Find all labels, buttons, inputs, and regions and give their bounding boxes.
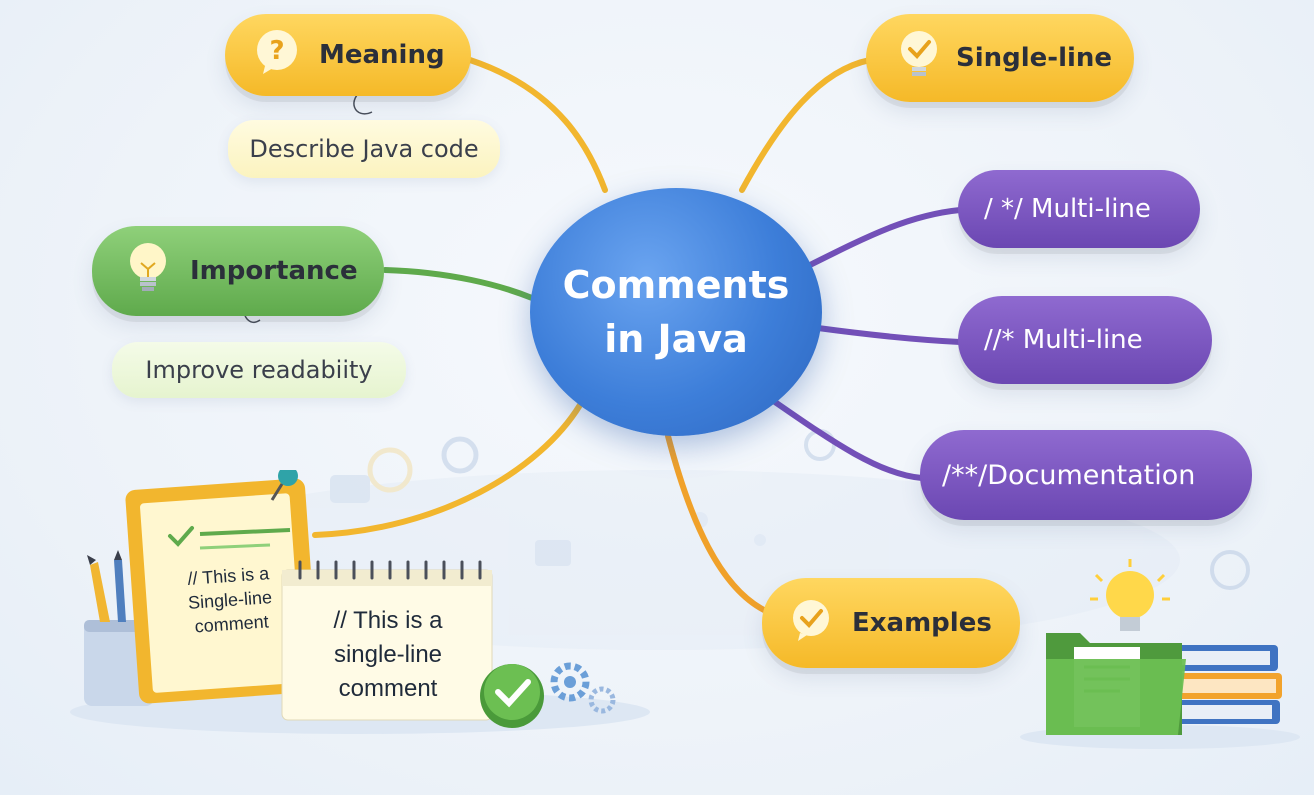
notepad-note-text: // This is a single-line comment: [298, 604, 478, 706]
multi-line-node-1[interactable]: / */ Multi-line: [958, 170, 1200, 248]
books-icon: [1160, 645, 1282, 724]
notepad-note-line2: single-line: [333, 641, 443, 668]
importance-detail-text: Improve readabiity: [145, 356, 373, 384]
folder-icon: [1046, 633, 1186, 735]
central-topic[interactable]: Comments in Java: [530, 188, 822, 436]
check-bubble-icon: [896, 27, 942, 90]
single-line-node[interactable]: Single-line: [866, 14, 1134, 102]
docs-illustration: [1020, 559, 1300, 749]
importance-detail: Improve readabiity: [112, 342, 406, 398]
multi-line-label-1: / */ Multi-line: [984, 194, 1151, 224]
notepad-note-line3: comment: [338, 675, 438, 702]
notes-illustration: [70, 470, 650, 734]
documentation-node[interactable]: /**/Documentation: [920, 430, 1252, 520]
examples-label: Examples: [852, 608, 992, 638]
importance-label: Importance: [190, 256, 358, 286]
importance-node[interactable]: Importance: [92, 226, 384, 316]
meaning-detail-text: Describe Java code: [249, 135, 479, 163]
lightbulb-icon: [124, 239, 172, 304]
central-topic-line2: in Java: [604, 317, 748, 361]
svg-text:?: ?: [269, 36, 284, 66]
documentation-label: /**/Documentation: [942, 459, 1196, 491]
meaning-node[interactable]: ? Meaning: [225, 14, 471, 96]
meaning-detail: Describe Java code: [228, 120, 500, 178]
central-topic-line1: Comments: [562, 263, 790, 307]
single-line-label: Single-line: [956, 43, 1113, 73]
clipboard-note-text: // This is a Single-line comment: [158, 559, 303, 641]
check-bubble-icon: [788, 597, 834, 650]
lightbulb-icon: [1090, 559, 1170, 631]
gear-icon: [550, 662, 616, 714]
meaning-label: Meaning: [319, 40, 445, 70]
check-badge-icon: [480, 664, 544, 728]
notepad-note-line1: // This is a: [333, 607, 443, 634]
clipboard-icon: [125, 470, 319, 704]
multi-line-node-2[interactable]: //* Multi-line: [958, 296, 1212, 384]
notepad-icon: [281, 560, 493, 721]
question-icon: ?: [253, 28, 301, 83]
multi-line-label-2: //* Multi-line: [984, 325, 1143, 355]
examples-node[interactable]: Examples: [762, 578, 1020, 668]
